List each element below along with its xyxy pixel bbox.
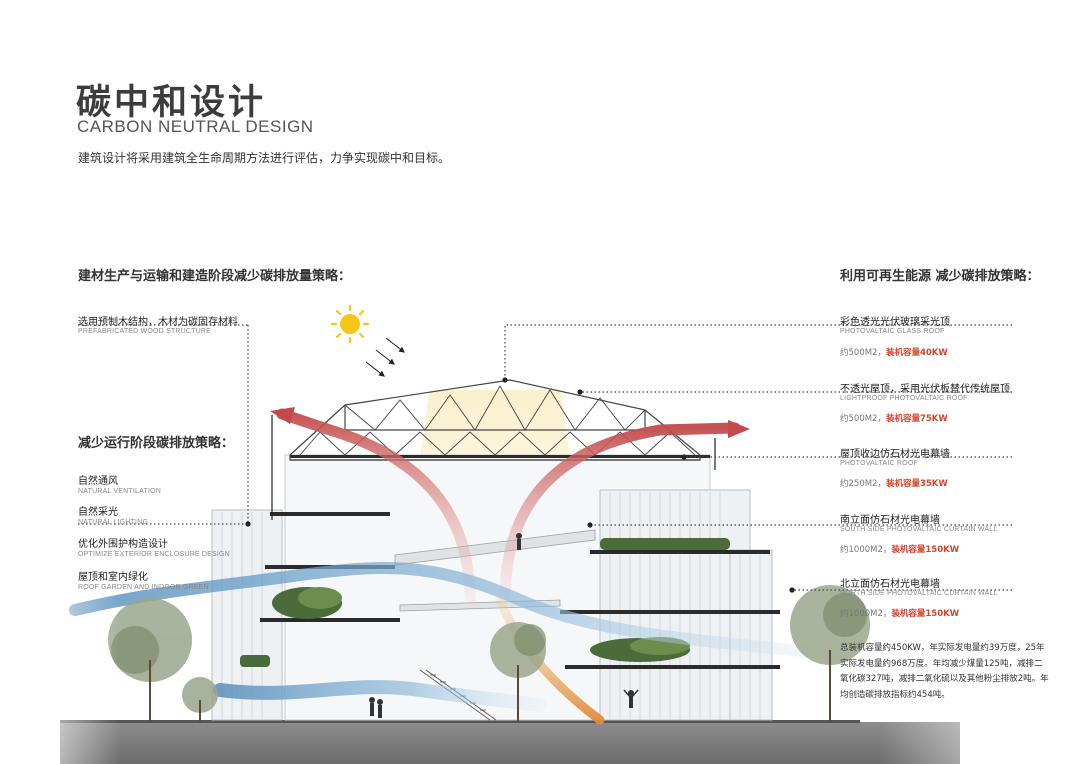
hot-air-flow [270,407,750,606]
pv-item-label: 彩色透光光伏玻璃采光顶 [840,317,950,328]
pv-item-label: 不透光屋顶，采用光伏板替代传统屋顶 [840,384,1010,395]
pv-item-capacity-value: 装机容量150KW [891,609,960,619]
building [211,390,780,721]
heading-renewable-strategy: 利用可再生能源 减少碳排放策略： [840,269,1040,284]
pv-item-label-en: NORTH SIDE PHOTOVALTAIC CURTAIN WALL [840,590,998,597]
strategy-item-label: 自然通风 [78,476,118,487]
intro-text: 建筑设计将采用建筑全生命周期方法进行评估，力争实现碳中和目标。 [78,151,451,165]
pv-item-label: 屋顶收边仿石材光电幕墙 [840,449,950,460]
pv-item-capacity-value: 装机容量75KW [885,414,948,424]
leader-lines-left [78,324,249,525]
pv-item-label-en: PHOTOVALTAIC ROOF [840,460,918,467]
heading-operation-strategy: 减少运行阶段碳排放策略： [78,436,235,451]
wood-structure-label-en: PREFABRICATED WOOD STRUCTURE [78,328,212,335]
pv-item-label-en: LIGHTPROOF PHOTOVALTAIC ROOF [840,395,968,402]
pv-item-capacity: 约500M2，装机容量75KW [840,412,948,424]
strategy-item-label-en: ROOF GARDEN AND INDOOR GREEN [78,584,209,591]
ground [60,720,960,764]
wood-structure-label: 选用预制木结构，木材为碳固存材料 [78,317,238,328]
pv-item-area: 约250M2， [840,479,886,489]
roof-mast [271,415,716,520]
pv-item-capacity: 约500M2，装机容量40KW [840,346,948,358]
pv-item-capacity: 约1000M2，装机容量150KW [840,543,959,555]
strategy-item-label: 优化外围护构造设计 [78,539,168,550]
leader-lines-right [504,324,1012,591]
strategy-item-label-en: OPTIMIZE EXTERIOR ENCLOSURE DESIGN [78,551,230,558]
person-icon [369,533,639,718]
pv-item-capacity: 约250M2，装机容量35KW [840,477,948,489]
strategy-item-label-en: NATURAL VENTILATION [78,488,162,495]
energy-summary-text: 总装机容量约450KW，年实际发电量约39万度，25年实际发电量约968万度。年… [840,643,1049,700]
pv-item-area: 约500M2， [840,414,886,424]
pv-item-area: 约500M2， [840,348,886,358]
strategy-item-label-en: NATURAL LIGHTING [78,519,149,526]
page-subtitle: CARBON NEUTRAL DESIGN [77,117,314,136]
pv-item-area: 约1000M2， [840,545,892,555]
pv-item-label-en: PHOTOVALTAIC GLASS ROOF [840,328,945,335]
pv-item-label-en: SOUTH SIDE PHOTOVALTAIC CURTAIN WALL [840,526,998,533]
strategy-item-label: 屋顶和室内绿化 [78,572,148,583]
pv-item-capacity-value: 装机容量150KW [891,545,960,555]
sunray-arrow-icon [365,337,405,377]
pv-item-area: 约1000M2， [840,609,892,619]
page-title: 碳中和设计 [76,83,267,123]
sun-icon [330,304,370,344]
pv-item-label: 南立面仿石材光电幕墙 [840,515,940,526]
tree-icon [108,585,870,722]
strategy-item-label: 自然采光 [78,507,118,518]
pv-item-capacity-value: 装机容量40KW [885,348,948,358]
pv-item-label: 北立面仿石材光电幕墙 [840,579,940,590]
heading-construction-strategy: 建材生产与运输和建造阶段减少碳排放量策略： [78,269,352,284]
cool-air-flow [69,561,846,725]
pv-item-capacity-value: 装机容量35KW [885,479,948,489]
pv-item-capacity: 约1000M2，装机容量150KW [840,607,959,619]
